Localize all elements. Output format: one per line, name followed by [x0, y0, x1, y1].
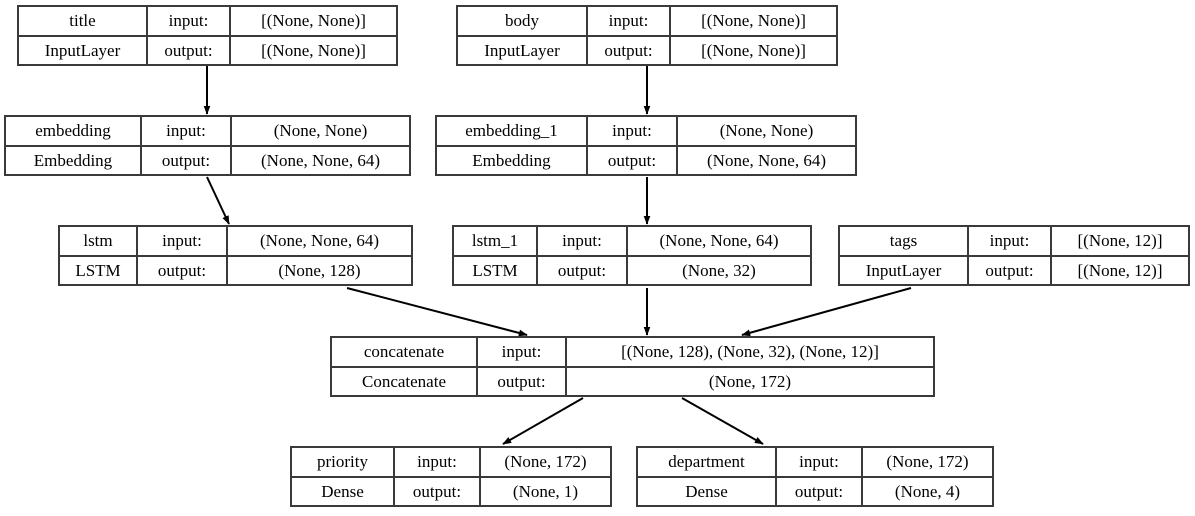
- node-priority-class: Dense: [292, 477, 395, 505]
- node-lstm-1-input-label: input:: [538, 227, 628, 255]
- node-lstm-1-class: LSTM: [454, 256, 538, 284]
- node-concatenate-output-shape: (None, 172): [708, 371, 792, 391]
- node-tags[interactable]: tags input: [(None, 12)] InputLayer outp…: [838, 225, 1190, 286]
- node-embedding-1-output-label: output:: [588, 146, 678, 174]
- node-department-name: department: [638, 448, 777, 476]
- edge-concatenate-to-department: [681, 397, 764, 445]
- node-lstm-input-shape: (None, None, 64): [260, 231, 379, 251]
- node-lstm-output-label: output:: [138, 256, 228, 284]
- node-body-input-label: input:: [588, 7, 671, 35]
- node-embedding-1[interactable]: embedding_1 input: (None, None) Embeddin…: [435, 115, 857, 176]
- node-embedding-1-output-shape: (None, None, 64): [707, 150, 826, 170]
- edge-concatenate-to-priority: [502, 397, 584, 445]
- node-lstm-1-input-shape: (None, None, 64): [659, 231, 779, 251]
- node-title-output-shape: [(None, None)]: [261, 40, 366, 60]
- node-embedding-name: embedding: [6, 117, 142, 145]
- node-embedding-output-shape: (None, None, 64): [261, 150, 380, 170]
- edge-tags-to-concatenate: [741, 287, 912, 337]
- node-embedding-output-label: output:: [142, 146, 232, 174]
- node-tags-input-label: input:: [969, 227, 1052, 255]
- edge-embedding-to-lstm: [206, 176, 230, 225]
- node-priority-input-shape: (None, 172): [504, 452, 587, 472]
- node-embedding-1-input-shape: (None, None): [719, 121, 814, 141]
- node-body-output-label: output:: [588, 36, 671, 64]
- node-lstm-name: lstm: [60, 227, 138, 255]
- node-embedding-class: Embedding: [6, 146, 142, 174]
- node-body-name: body: [458, 7, 588, 35]
- node-concatenate-output-label: output:: [478, 367, 567, 395]
- node-lstm-output-shape: (None, 128): [278, 260, 361, 280]
- node-lstm-class: LSTM: [60, 256, 138, 284]
- node-priority[interactable]: priority input: (None, 172) Dense output…: [290, 446, 612, 507]
- node-tags-output-label: output:: [969, 256, 1052, 284]
- node-body-class: InputLayer: [458, 36, 588, 64]
- node-lstm-1-name: lstm_1: [454, 227, 538, 255]
- node-title-name: title: [19, 7, 148, 35]
- node-concatenate-input-shape: [(None, 128), (None, 32), (None, 12)]: [621, 342, 879, 362]
- node-lstm[interactable]: lstm input: (None, None, 64) LSTM output…: [58, 225, 413, 286]
- node-embedding[interactable]: embedding input: (None, None) Embedding …: [4, 115, 411, 176]
- node-priority-name: priority: [292, 448, 395, 476]
- node-department-input-label: input:: [777, 448, 863, 476]
- node-department-class: Dense: [638, 477, 777, 505]
- node-tags-name: tags: [840, 227, 969, 255]
- node-embedding-1-input-label: input:: [588, 117, 678, 145]
- node-lstm-input-label: input:: [138, 227, 228, 255]
- node-lstm-1[interactable]: lstm_1 input: (None, None, 64) LSTM outp…: [452, 225, 812, 286]
- node-tags-output-shape: [(None, 12)]: [1077, 260, 1163, 280]
- node-priority-input-label: input:: [395, 448, 481, 476]
- node-lstm-1-output-label: output:: [538, 256, 628, 284]
- node-title-input-label: input:: [148, 7, 231, 35]
- node-concatenate-input-label: input:: [478, 338, 567, 366]
- node-embedding-input-label: input:: [142, 117, 232, 145]
- node-department-input-shape: (None, 172): [886, 452, 969, 472]
- node-department-output-shape: (None, 4): [894, 481, 961, 501]
- node-title-class: InputLayer: [19, 36, 148, 64]
- node-concatenate[interactable]: concatenate input: [(None, 128), (None, …: [330, 336, 935, 397]
- edge-lstm-to-concatenate: [346, 287, 528, 337]
- node-tags-input-shape: [(None, 12)]: [1077, 231, 1163, 251]
- node-body-output-shape: [(None, None)]: [701, 40, 806, 60]
- node-title-input-shape: [(None, None)]: [261, 11, 366, 31]
- node-priority-output-shape: (None, 1): [512, 481, 579, 501]
- node-embedding-input-shape: (None, None): [273, 121, 368, 141]
- node-body[interactable]: body input: [(None, None)] InputLayer ou…: [456, 5, 838, 66]
- node-embedding-1-name: embedding_1: [437, 117, 588, 145]
- node-body-input-shape: [(None, None)]: [701, 11, 806, 31]
- node-concatenate-name: concatenate: [332, 338, 478, 366]
- node-tags-class: InputLayer: [840, 256, 969, 284]
- node-lstm-1-output-shape: (None, 32): [682, 260, 756, 280]
- node-priority-output-label: output:: [395, 477, 481, 505]
- node-embedding-1-class: Embedding: [437, 146, 588, 174]
- node-department[interactable]: department input: (None, 172) Dense outp…: [636, 446, 994, 507]
- node-concatenate-class: Concatenate: [332, 367, 478, 395]
- node-title[interactable]: title input: [(None, None)] InputLayer o…: [17, 5, 398, 66]
- node-department-output-label: output:: [777, 477, 863, 505]
- node-title-output-label: output:: [148, 36, 231, 64]
